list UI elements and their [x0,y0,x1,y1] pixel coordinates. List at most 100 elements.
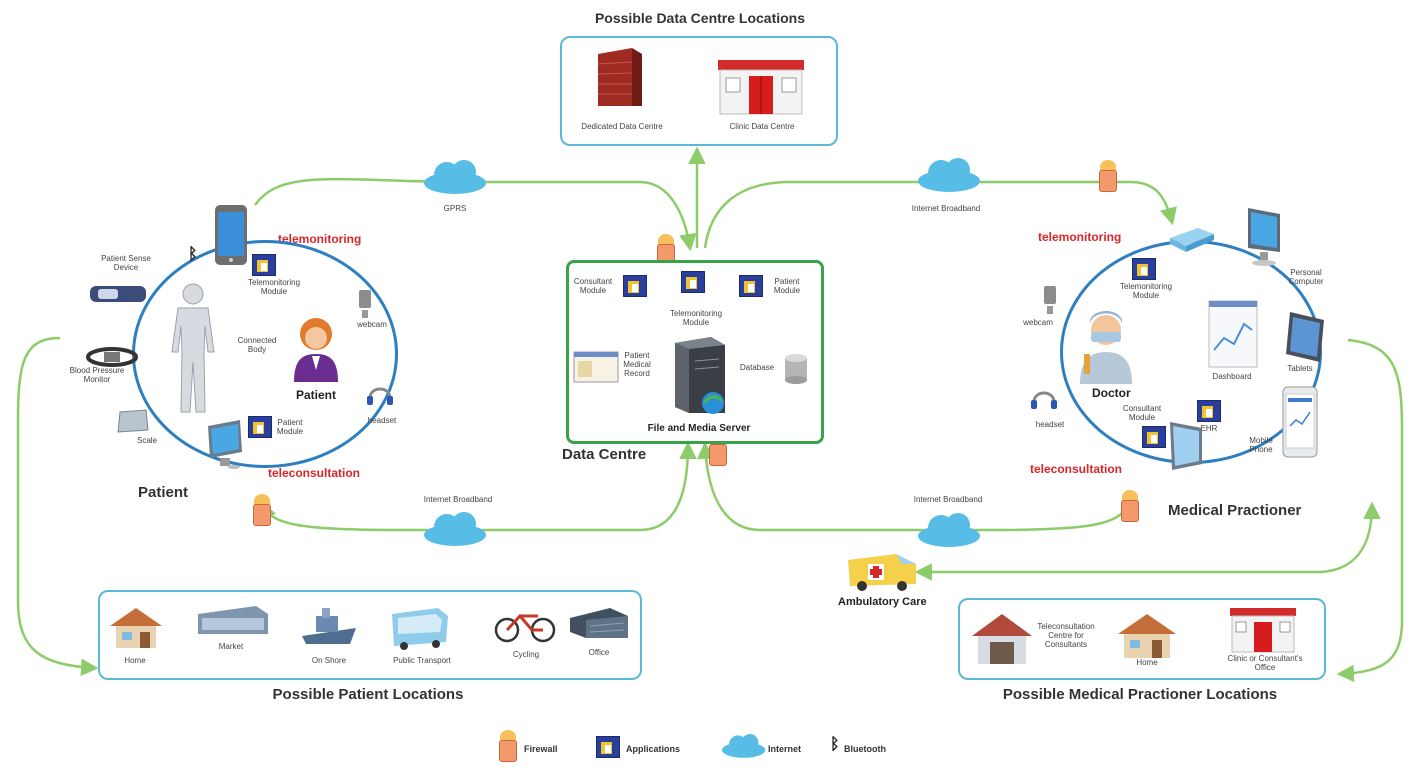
centre-patient-module-label: Patient Module [773,277,801,296]
clinic-data-centre-icon [718,60,804,115]
legend-applications-label: Applications [626,744,681,754]
medical-location-link [1336,338,1404,683]
medical-title: Medical Practioner [1168,502,1302,519]
router-icon [1170,228,1214,252]
patient-locations-title: Possible Patient Locations [272,686,464,703]
scale-label: Scale [136,436,157,445]
medical-locations-title: Possible Medical Practioner Locations [1002,686,1278,703]
desktop-monitor-icon [208,420,242,469]
legend-bluetooth-label: Bluetooth [844,744,886,754]
server-label: File and Media Server [647,423,751,434]
legend-internet-icon [722,734,766,758]
patient-location-label: Home [124,656,146,665]
connected-body-icon [171,283,215,413]
monitor-icon [1170,422,1202,470]
application-icon [681,271,705,293]
application-icon [1197,400,1221,422]
mobile-phone-label: Mobile Phone [1249,436,1273,455]
patient-sense-device-label: Patient Sense Device [101,254,151,273]
market-icon [198,606,268,634]
patient-bottom-broadband-label: Internet Broadband [423,495,493,504]
medical-bottom-broadband-label: Internet Broadband [913,495,983,504]
medical-webcam-label: webcam [1023,318,1053,327]
mobile-phone-icon [1282,386,1318,458]
doctor-label: Doctor [1092,386,1131,400]
application-icon [1132,258,1156,280]
tablets-label: Tablets [1287,364,1313,373]
medical-record-icon [573,351,619,383]
dedicated-data-centre-icon [597,48,642,106]
firewall-icon [1096,160,1120,192]
patient-title: Patient [138,484,189,501]
data-centre-box: Consultant Module Telemonitoring Module … [566,260,824,444]
medical-bottom-link [696,441,1130,532]
clinic-icon [1230,608,1296,653]
patient-locations-box: Home Market On Shore Public Transport Cy… [98,590,642,680]
application-icon [248,416,272,438]
medical-telemonitoring-module-label: Telemonitoring Module [1119,282,1173,301]
application-icon [1142,426,1166,448]
medical-top-cloud-icon [918,158,980,192]
home-icon [1118,614,1176,658]
ambulatory-link [914,501,1381,581]
application-icon [739,275,763,297]
smartphone-icon [215,205,247,265]
patient-location-label: Market [218,642,244,651]
patient-location-label: Office [588,648,610,657]
bp-monitor-icon [86,347,138,367]
legend-internet-label: Internet [768,744,802,754]
connected-body-label: Connected Body [237,336,277,355]
scale-icon [117,409,149,433]
patient-module-label: Patient Module [276,418,304,437]
doctor-avatar [1080,311,1132,384]
dashboard-icon [1208,300,1258,368]
medical-top-link [703,180,1177,249]
bus-icon [392,608,448,650]
patient-avatar-label: Patient [296,388,337,402]
teleconsultation-centre-label: Teleconsultation Centre for Consultants [1037,622,1095,650]
gprs-label: GPRS [443,204,467,213]
medical-headset-label: headset [1035,420,1065,429]
webcam-icon [359,290,371,318]
patient-avatar [294,318,338,382]
patient-bottom-link [260,441,697,532]
office-icon [570,608,628,638]
bicycle-icon [494,613,556,643]
ambulatory-care-label: Ambulatory Care [838,596,927,608]
webcam-icon [1044,286,1056,314]
centre-telemonitoring-module-label: Telemonitoring Module [669,309,723,328]
patient-telemonitoring-module-label: Telemonitoring Module [247,278,301,297]
consultant-module-label: Consultant Module [573,277,613,296]
home-icon [110,608,162,648]
headset-icon [1031,391,1057,409]
firewall-icon [250,494,274,526]
dedicated-data-centre-label: Dedicated Data Centre [581,122,663,131]
legend-application-icon [596,736,620,758]
bluetooth-icon: ᛒ [188,246,198,263]
ambulance-icon [848,554,916,591]
patient-teleconsultation-label: teleconsultation [268,466,361,480]
headset-icon [367,387,393,405]
database-label: Database [739,363,775,372]
sense-device-icon [90,286,146,302]
firewall-icon [1118,490,1142,522]
medical-telemonitoring-label: telemonitoring [1038,230,1122,244]
legend-bluetooth-icon: ᛒ [830,736,840,753]
patient-location-link [16,336,99,676]
clinic-data-centre-label: Clinic Data Centre [729,122,795,131]
medical-consultant-module-label: Consultant Module [1122,404,1162,423]
data-centre-title: Data Centre [562,446,647,463]
database-icon [785,354,807,384]
medical-home-label: Home [1136,658,1158,667]
patient-headset-label: headset [367,416,397,425]
data-centre-locations-title: Possible Data Centre Locations [594,10,806,26]
application-icon [623,275,647,297]
personal-computer-label: Personal Computer [1288,268,1324,287]
gprs-cloud-icon [424,160,486,194]
ship-icon [302,608,356,644]
patient-webcam-label: webcam [357,320,387,329]
patient-location-label: Public Transport [393,656,451,665]
patient-medical-record-label: Patient Medical Record [623,351,651,379]
dashboard-label: Dashboard [1212,372,1252,381]
